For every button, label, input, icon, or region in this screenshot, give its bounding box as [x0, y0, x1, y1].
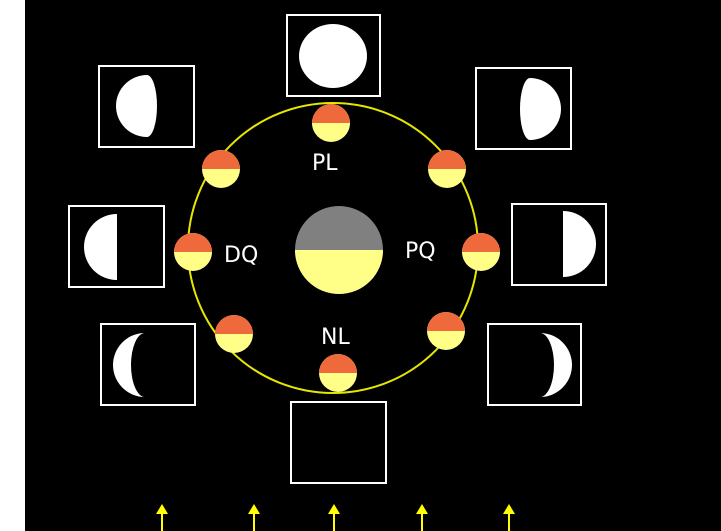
label-new-moon: NL: [321, 325, 350, 350]
orbit-moon-bottom-right: [427, 312, 465, 350]
first-quarter-phase: [511, 203, 607, 286]
moon-positions: [174, 104, 500, 392]
orbit-moon-right: [462, 233, 500, 271]
sunlight-arrow-5: [503, 504, 515, 531]
sunlight-arrow-1: [156, 504, 168, 531]
waning-gibbous-phase: [98, 65, 195, 148]
earth-day-side: [295, 250, 383, 294]
label-last-quarter: DQ: [224, 243, 258, 268]
orbit-moon-top-left: [202, 150, 240, 188]
last-quarter-phase: [68, 205, 165, 288]
sunlight-arrow-2: [248, 504, 260, 531]
label-full-moon: PL: [312, 151, 338, 176]
orbit-moon-top: [312, 104, 350, 142]
label-first-quarter: PQ: [405, 239, 436, 264]
orbit-moon-left: [174, 233, 212, 271]
earth: [295, 206, 383, 294]
orbit-moon-bottom: [319, 354, 357, 392]
new-moon-phase: [290, 401, 387, 484]
orbit-moon-top-right: [428, 150, 466, 188]
full-moon-phase: [286, 14, 381, 97]
sunlight-arrow-3: [328, 504, 340, 531]
sunlight-arrows: [156, 504, 515, 531]
sunlight-arrow-4: [416, 504, 428, 531]
waning-crescent-phase: [100, 323, 196, 406]
waxing-gibbous-phase: [475, 67, 572, 150]
waxing-crescent-phase: [487, 323, 582, 406]
orbit-moon-bottom-left: [215, 315, 253, 353]
